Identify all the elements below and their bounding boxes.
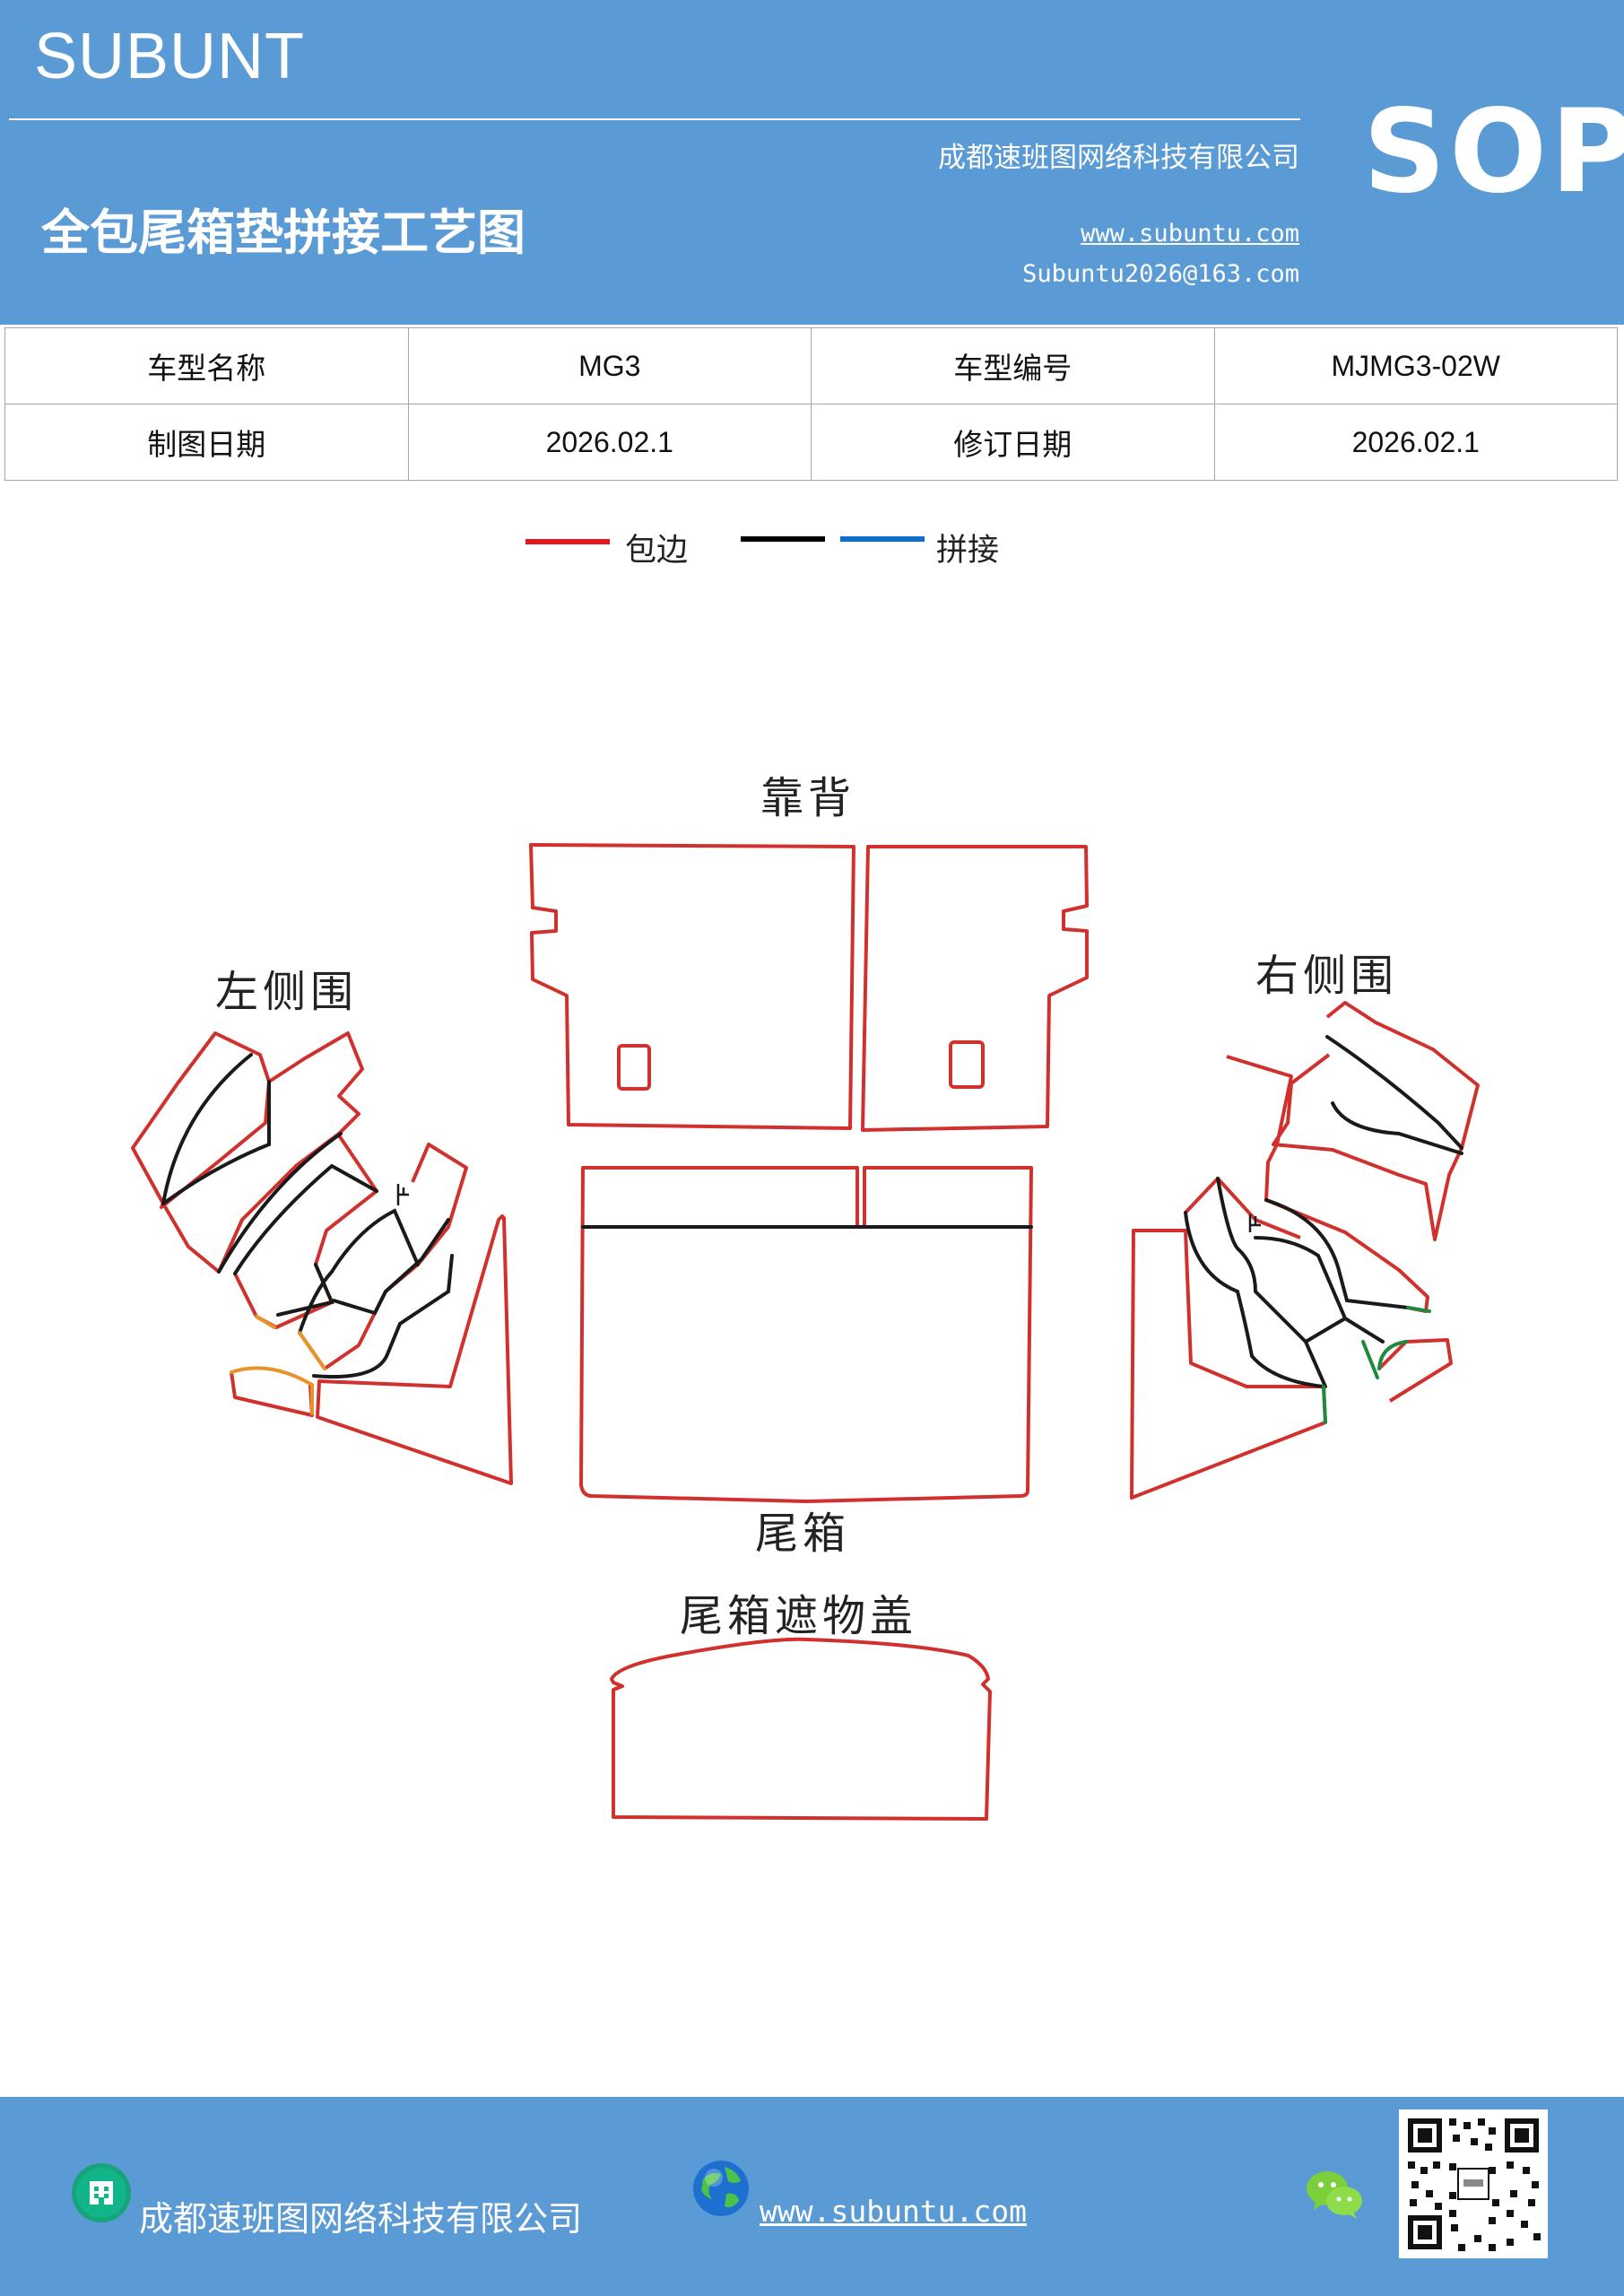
left-side-piece-4	[298, 1143, 468, 1370]
revision-date-value: 2026.02.1	[1213, 404, 1618, 481]
qr-code	[1399, 2109, 1548, 2258]
model-code-label: 车型编号	[811, 327, 1215, 404]
left-seam-4	[233, 1163, 378, 1275]
left-side-piece-2	[161, 1031, 364, 1274]
label-backrest: 靠背	[760, 773, 855, 823]
right-seam-4	[1216, 1177, 1327, 1388]
left-seam-7	[332, 1218, 450, 1316]
building-icon	[72, 2163, 131, 2222]
brand-name: SUBUNT	[34, 21, 306, 92]
label-trunk: 尾箱	[755, 1509, 850, 1559]
left-seam-8	[312, 1254, 454, 1378]
right-side-small-piece	[1377, 1338, 1453, 1403]
backrest-right-cutout	[949, 1040, 985, 1089]
table-row: 车型名称 MG3 车型编号 MJMG3-02W	[4, 327, 1618, 404]
table-row: 制图日期 2026.02.1 修订日期 2026.02.1	[4, 404, 1618, 481]
left-accent-orange-1	[230, 1366, 314, 1415]
legend-swatch-edge	[525, 539, 610, 544]
left-seam-3	[217, 1132, 343, 1274]
right-side-piece-3	[1184, 1177, 1301, 1239]
document-title: 全包尾箱垫拼接工艺图	[41, 204, 525, 261]
left-orientation-mark	[396, 1184, 409, 1205]
header-divider	[9, 118, 1300, 120]
right-seam-7	[1254, 1236, 1347, 1320]
drawing-date-value: 2026.02.1	[407, 404, 812, 481]
globe-icon	[693, 2161, 749, 2216]
legend-label-edge: 包边	[625, 533, 689, 569]
left-side-piece-1	[131, 1031, 271, 1209]
label-right-side: 右侧围	[1255, 951, 1398, 1001]
legend-swatch-black	[741, 536, 825, 542]
legend: 包边 拼接	[0, 525, 1624, 578]
header-website-link[interactable]: www.subuntu.com	[1081, 220, 1299, 248]
model-name-value: MG3	[407, 327, 812, 404]
right-seam-6	[1304, 1316, 1385, 1344]
right-accent-green-4	[1361, 1340, 1379, 1379]
right-seam-3	[1264, 1198, 1410, 1309]
right-accent-green-3	[1322, 1385, 1327, 1424]
wechat-icon	[1307, 2171, 1362, 2219]
footer-company: 成都速班图网络科技有限公司	[139, 2199, 583, 2239]
backrest-left-panel	[529, 843, 855, 1130]
right-seam-1	[1325, 1035, 1463, 1150]
label-cover: 尾箱遮物盖	[680, 1591, 917, 1641]
revision-date-label: 修订日期	[811, 404, 1215, 481]
left-accent-orange-2	[298, 1331, 326, 1370]
trunk-mat-diagram: 靠背 左侧围 右侧围 尾箱 尾箱遮物盖	[131, 773, 1480, 1821]
header-banner: SUBUNT 成都速班图网络科技有限公司 全包尾箱垫拼接工艺图 www.subu…	[0, 0, 1624, 325]
footer-website-link[interactable]: www.subuntu.com	[760, 2194, 1028, 2229]
left-side-triangle	[316, 1214, 513, 1485]
right-seam-2	[1331, 1101, 1463, 1155]
label-left-side: 左侧围	[215, 967, 358, 1017]
backrest-left-cutout	[617, 1044, 651, 1091]
legend-swatch-seam	[840, 536, 925, 542]
trunk-floor-panel	[579, 1166, 1033, 1503]
backrest-right-panel	[861, 845, 1089, 1132]
right-accent-green-2	[1406, 1306, 1431, 1313]
left-seam-6	[298, 1208, 420, 1335]
model-name-label: 车型名称	[4, 327, 409, 404]
footer-banner: 成都速班图网络科技有限公司 www.subuntu.com	[0, 2097, 1624, 2296]
left-seam-5	[276, 1263, 334, 1317]
right-accent-green-1	[1377, 1340, 1408, 1370]
left-seam-1	[161, 1053, 253, 1205]
left-accent-orange-3	[255, 1315, 276, 1329]
header-email: Subuntu2026@163.com	[1022, 260, 1299, 288]
left-side-piece-3	[233, 1134, 378, 1329]
header-company: 成都速班图网络科技有限公司	[938, 142, 1299, 174]
right-side-piece-1	[1272, 1001, 1480, 1241]
sop-badge: SOP	[1363, 85, 1624, 219]
left-seam-2	[161, 1080, 271, 1205]
model-code-value: MJMG3-02W	[1213, 327, 1618, 404]
vehicle-info-table: 车型名称 MG3 车型编号 MJMG3-02W 制图日期 2026.02.1 修…	[4, 327, 1618, 481]
right-orientation-mark	[1248, 1214, 1261, 1232]
right-side-piece-2	[1226, 1055, 1429, 1313]
right-side-triangle	[1130, 1229, 1327, 1500]
cargo-cover-panel	[610, 1637, 992, 1821]
right-seam-5	[1184, 1211, 1325, 1388]
legend-label-seam: 拼接	[936, 533, 1000, 569]
drawing-date-label: 制图日期	[4, 404, 409, 481]
